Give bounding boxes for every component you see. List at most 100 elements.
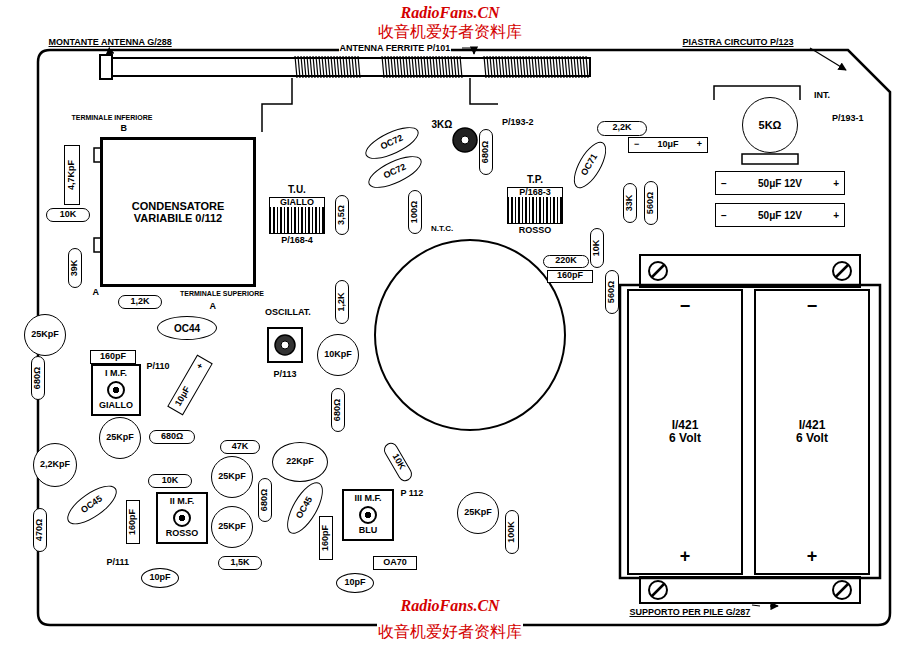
component-value: 680Ω (33, 367, 43, 389)
coil-winding (391, 56, 393, 78)
transformer-winding (508, 197, 562, 223)
coil-winding (454, 56, 456, 78)
component-value: 10pF (149, 573, 170, 583)
coil-winding (544, 56, 546, 78)
coil-winding (445, 56, 447, 78)
component-value: 1,5K (230, 558, 249, 568)
component-part: 680Ω (258, 478, 272, 522)
part-label: P/111 (106, 557, 131, 567)
part-label: B (120, 123, 129, 133)
coil-winding (412, 56, 414, 78)
component-value: 10μF (174, 385, 193, 408)
component-value: 680Ω (333, 399, 343, 421)
component-part: 10K (46, 208, 90, 222)
watermark: 收音机爱好者资料库 (377, 623, 523, 641)
component-value: 4,7KpF (67, 160, 77, 190)
coil-winding (502, 56, 504, 78)
component-part: 4,7KpF (64, 145, 80, 205)
component-value: III M.F. (355, 494, 382, 504)
component-part: 25KpF (457, 492, 499, 534)
leader-line (810, 48, 846, 70)
leader-line (462, 48, 474, 54)
component-value: II M.F. (170, 497, 195, 507)
component-value: 160pF (100, 352, 126, 362)
part-label: P/193-2 (501, 117, 535, 127)
component-part: T.U.GIALLOP/168-4 (265, 184, 329, 247)
coil-winding (568, 56, 570, 78)
component-value: ROSSO (166, 529, 199, 539)
component-part: 22KpF (272, 442, 328, 482)
coil-winding (580, 56, 582, 78)
component-value: 25KpF (31, 330, 59, 340)
coil-winding (559, 56, 561, 78)
coil-winding (586, 56, 588, 78)
coil-winding (517, 56, 519, 78)
board-outline (38, 50, 890, 625)
component-part: OC45 (61, 479, 122, 532)
component-part: 220K (543, 255, 589, 268)
coil-winding (520, 56, 522, 78)
component-part: 39K (68, 248, 82, 288)
component-value: 560Ω (646, 192, 656, 214)
coil-winding (499, 56, 501, 78)
coil-winding (343, 56, 345, 78)
component-part: II M.F. ROSSO (156, 492, 208, 544)
component-value: 160pF (321, 525, 331, 551)
component-part: 160pF (126, 500, 140, 544)
coil-winding (304, 56, 306, 78)
part-label: TERMINALE INFERIORE (71, 114, 154, 122)
component-part: 10pF (141, 568, 179, 588)
coil-winding (541, 56, 543, 78)
coil-winding (406, 56, 408, 78)
component-part: 3,5Ω (335, 195, 349, 235)
component-value: 10pF (344, 578, 365, 588)
component-value: OC45 (80, 494, 105, 516)
component-part: III M.F.BLU (342, 489, 394, 541)
coil-winding (298, 56, 300, 78)
screw-slot (652, 584, 664, 596)
component-value: OA70 (383, 558, 407, 568)
coil-winding (409, 56, 411, 78)
component-part: 680Ω (149, 430, 195, 444)
coil-winding (514, 56, 516, 78)
coil-winding (430, 56, 432, 78)
part-label: N.T.C. (430, 224, 454, 233)
coil-winding (523, 56, 525, 78)
coil-winding (334, 56, 336, 78)
component-value: − (721, 178, 727, 189)
part-label: OSCILLAT. (264, 307, 312, 317)
component-value: GIALLO (99, 401, 133, 411)
watermark: RadioFans.CN (400, 4, 501, 22)
component-part: 25KpF (211, 456, 253, 498)
component-value: OC71 (580, 152, 600, 177)
component-value: 6 Volt (669, 432, 701, 445)
component-value: I M.F. (105, 369, 127, 379)
coil-winding (460, 56, 462, 78)
coil-winding (301, 56, 303, 78)
coil-winding (439, 56, 441, 78)
antenna-mount (100, 55, 112, 79)
screw (649, 262, 667, 280)
component-part: 10K (590, 228, 604, 268)
oscillator-coil (268, 328, 302, 362)
component-value: 1,2K (337, 293, 347, 312)
watermark: RadioFans.CN (400, 597, 501, 615)
component-part: T.P.P/168-3ROSSO (503, 174, 567, 237)
component-part: I M.F. GIALLO (91, 364, 141, 416)
component-value: 220K (555, 256, 577, 266)
coil-winding (538, 56, 540, 78)
coil-winding (490, 56, 492, 78)
coil-slot (281, 341, 289, 349)
component-part: 10K (381, 440, 414, 483)
coil-winding (553, 56, 555, 78)
component-value: 39K (70, 260, 80, 277)
component-part: 10K (148, 474, 192, 488)
component-value: − (634, 140, 639, 150)
if-core (173, 509, 191, 527)
component-part: 160pF (90, 350, 136, 364)
part-label: P/110 (146, 361, 171, 371)
coil-winding (415, 56, 417, 78)
component-part: 10pF (336, 573, 374, 593)
component-part: −10μF+ (628, 137, 708, 153)
if-core (107, 381, 125, 399)
